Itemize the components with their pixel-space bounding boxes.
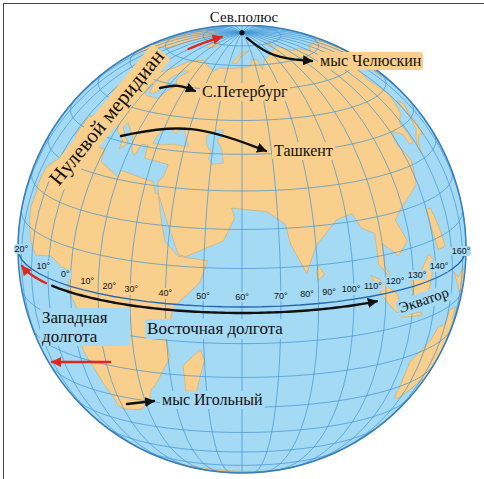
arrow — [247, 38, 312, 61]
graticule-line — [112, 32, 242, 67]
degree-label: 130° — [407, 270, 428, 280]
arrow — [160, 86, 195, 91]
degree-label: 90° — [321, 287, 337, 297]
arrow — [121, 128, 266, 151]
degree-label: 10° — [80, 276, 96, 286]
degree-label: 20° — [14, 244, 30, 254]
pole-dot — [239, 30, 244, 35]
degree-label: 30° — [124, 284, 140, 294]
city-label: Ташкент — [272, 142, 335, 160]
graticule-line — [21, 209, 462, 269]
arrow — [127, 401, 154, 404]
graticule-line — [203, 26, 281, 46]
landmass — [206, 43, 220, 48]
degree-label: 50° — [195, 291, 211, 301]
graticule-line — [106, 427, 379, 452]
graticule-line — [18, 33, 242, 249]
longitude-label: Западная долгота — [40, 308, 130, 346]
arrow — [52, 361, 110, 363]
degree-label: 160° — [451, 246, 472, 256]
cape-label: мыс Челюскин — [318, 52, 423, 70]
degree-label: 70° — [273, 291, 289, 301]
equator-line — [18, 249, 466, 307]
graticule-line — [242, 33, 466, 249]
degree-label: 140° — [429, 261, 450, 271]
globe-ocean — [18, 25, 466, 473]
degree-label: 40° — [158, 288, 174, 298]
graticule-line — [32, 170, 453, 230]
pole-label: Сев.полюс — [208, 9, 280, 26]
arrow — [189, 37, 222, 49]
degree-label: 100° — [341, 284, 362, 294]
landmass — [232, 51, 249, 63]
frame-line — [4, 3, 484, 4]
degree-label: 60° — [234, 292, 250, 302]
frame-line — [3, 4, 4, 479]
graticule-line — [165, 31, 318, 65]
degree-label: 80° — [299, 289, 315, 299]
cape-label: мыс Игольный — [160, 391, 265, 409]
globe-outline — [18, 25, 466, 473]
degree-label: 0° — [60, 269, 71, 279]
degree-label: 10° — [36, 261, 52, 271]
meridian-label: Нулевой меридиан — [43, 44, 170, 192]
city-label: С.Петербург — [200, 83, 290, 101]
longitude-label: Восточная долгота — [145, 319, 285, 338]
landmass — [183, 350, 204, 392]
equator-label: Экватор — [395, 283, 453, 317]
degree-label: 20° — [102, 281, 118, 291]
degree-label: 120° — [385, 276, 406, 286]
landmass — [426, 208, 445, 250]
degree-label: 110° — [363, 281, 383, 291]
